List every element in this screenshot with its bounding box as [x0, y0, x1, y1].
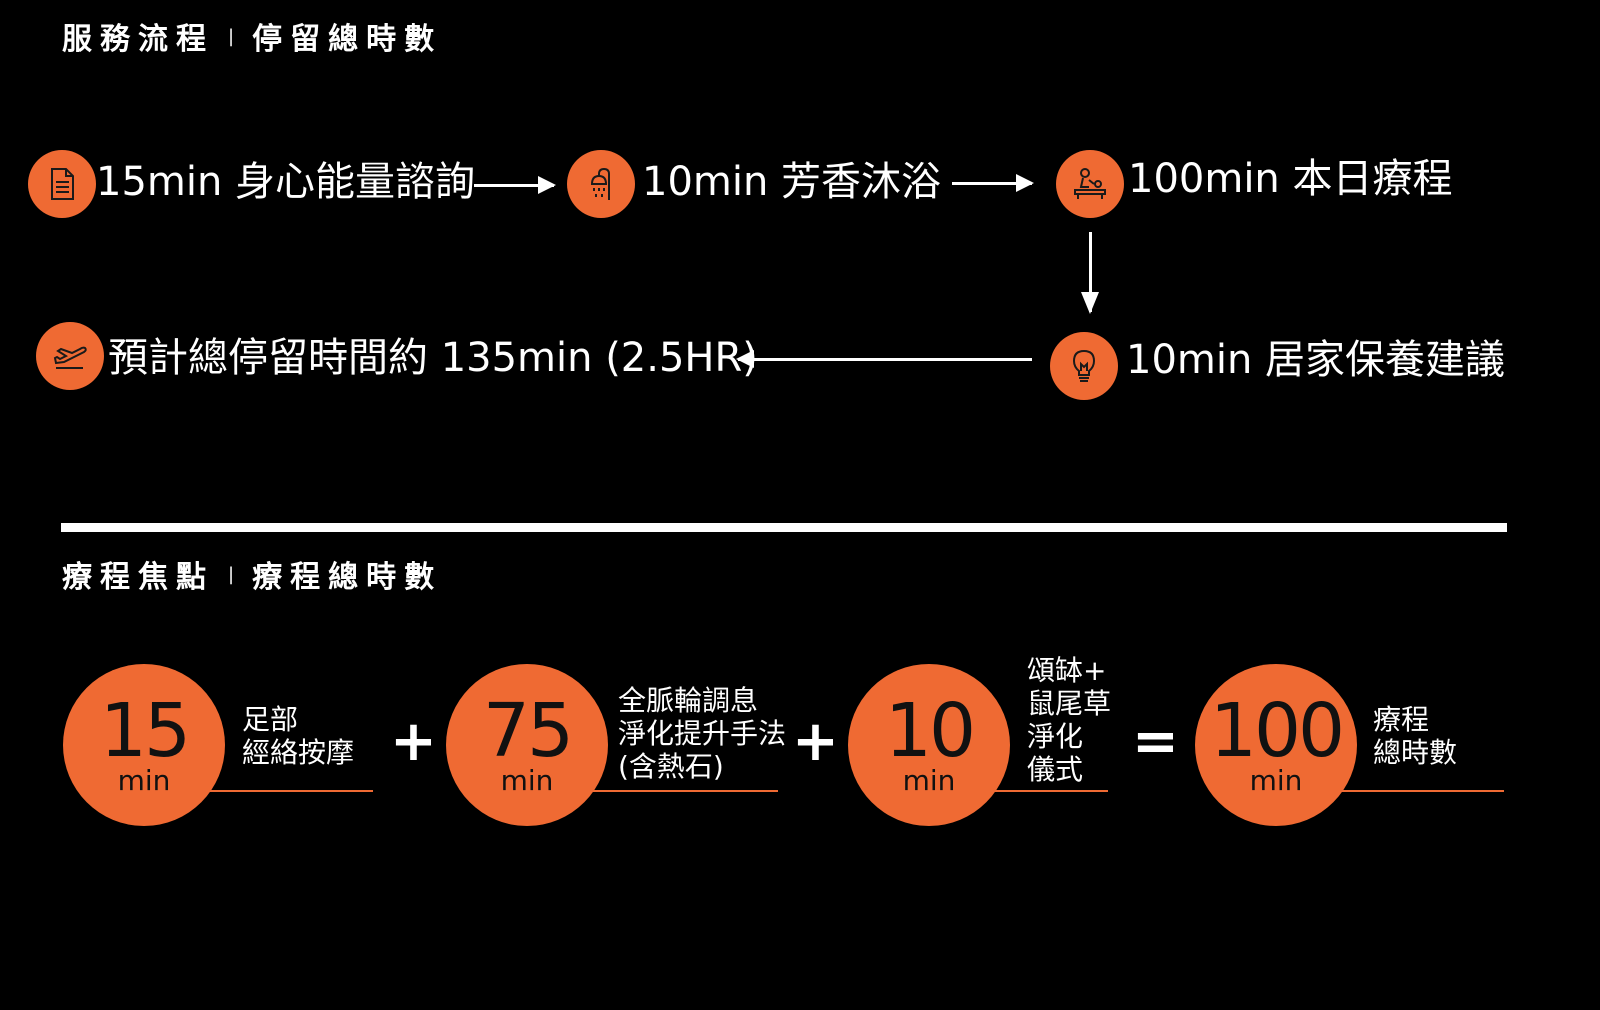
- flow-total-stay-time: 預計總停留時間約 135min (2.5HR): [108, 335, 758, 381]
- label-underline: [1337, 790, 1504, 792]
- equals-operator: =: [1132, 709, 1179, 774]
- treatment-label: 全脈輪調息 淨化提升手法 (含熱石): [618, 684, 787, 783]
- section-subtitle: 停留總時數: [252, 22, 443, 57]
- section-subtitle: 療程總時數: [252, 560, 443, 595]
- time-circle-foot-massage: 15 min: [63, 664, 225, 826]
- departure-plane-icon: [36, 322, 104, 390]
- label-underline: [990, 790, 1108, 792]
- lightbulb-icon: [1050, 332, 1118, 400]
- document-icon: [28, 150, 96, 218]
- heading-separator: |: [228, 563, 235, 585]
- time-value: 15: [99, 688, 191, 774]
- section-divider: [61, 523, 1507, 532]
- time-unit: min: [902, 764, 956, 797]
- time-circle-singing-bowl: 10 min: [848, 664, 1010, 826]
- time-unit: min: [500, 764, 554, 797]
- heading-separator: |: [228, 25, 235, 47]
- flow-arrow-left: [736, 350, 1032, 368]
- time-value: 100: [1209, 688, 1345, 774]
- label-underline: [590, 790, 778, 792]
- flow-step-home-care-advice: 10min 居家保養建議: [1126, 337, 1506, 383]
- section-title: 療程焦點: [62, 560, 214, 595]
- section-heading-treatment-focus: 療程焦點 | 療程總時數: [62, 552, 442, 596]
- time-circle-chakra: 75 min: [446, 664, 608, 826]
- flow-arrow-right: [952, 174, 1034, 192]
- section-title: 服務流程: [62, 22, 214, 57]
- label-underline: [205, 790, 373, 792]
- section-heading-service-flow: 服務流程 | 停留總時數: [62, 14, 442, 58]
- plus-operator: +: [390, 709, 437, 774]
- treatment-label: 頌缽+ 鼠尾草 淨化 儀式: [1027, 654, 1112, 786]
- treatment-label: 足部 經絡按摩: [242, 703, 355, 769]
- plus-operator: +: [792, 709, 839, 774]
- time-circle-total: 100 min: [1195, 664, 1357, 826]
- massage-icon: [1056, 150, 1124, 218]
- flow-step-consultation: 15min 身心能量諮詢: [96, 159, 476, 205]
- time-unit: min: [1249, 764, 1303, 797]
- treatment-label: 療程 總時數: [1373, 703, 1458, 769]
- flow-step-treatment: 100min 本日療程: [1128, 156, 1453, 202]
- shower-icon: [567, 150, 635, 218]
- flow-arrow-right: [474, 176, 556, 194]
- time-value: 10: [884, 688, 976, 774]
- flow-step-aroma-bath: 10min 芳香沐浴: [642, 159, 942, 205]
- flow-arrow-down: [1081, 232, 1099, 314]
- time-unit: min: [117, 764, 171, 797]
- time-value: 75: [482, 688, 574, 774]
